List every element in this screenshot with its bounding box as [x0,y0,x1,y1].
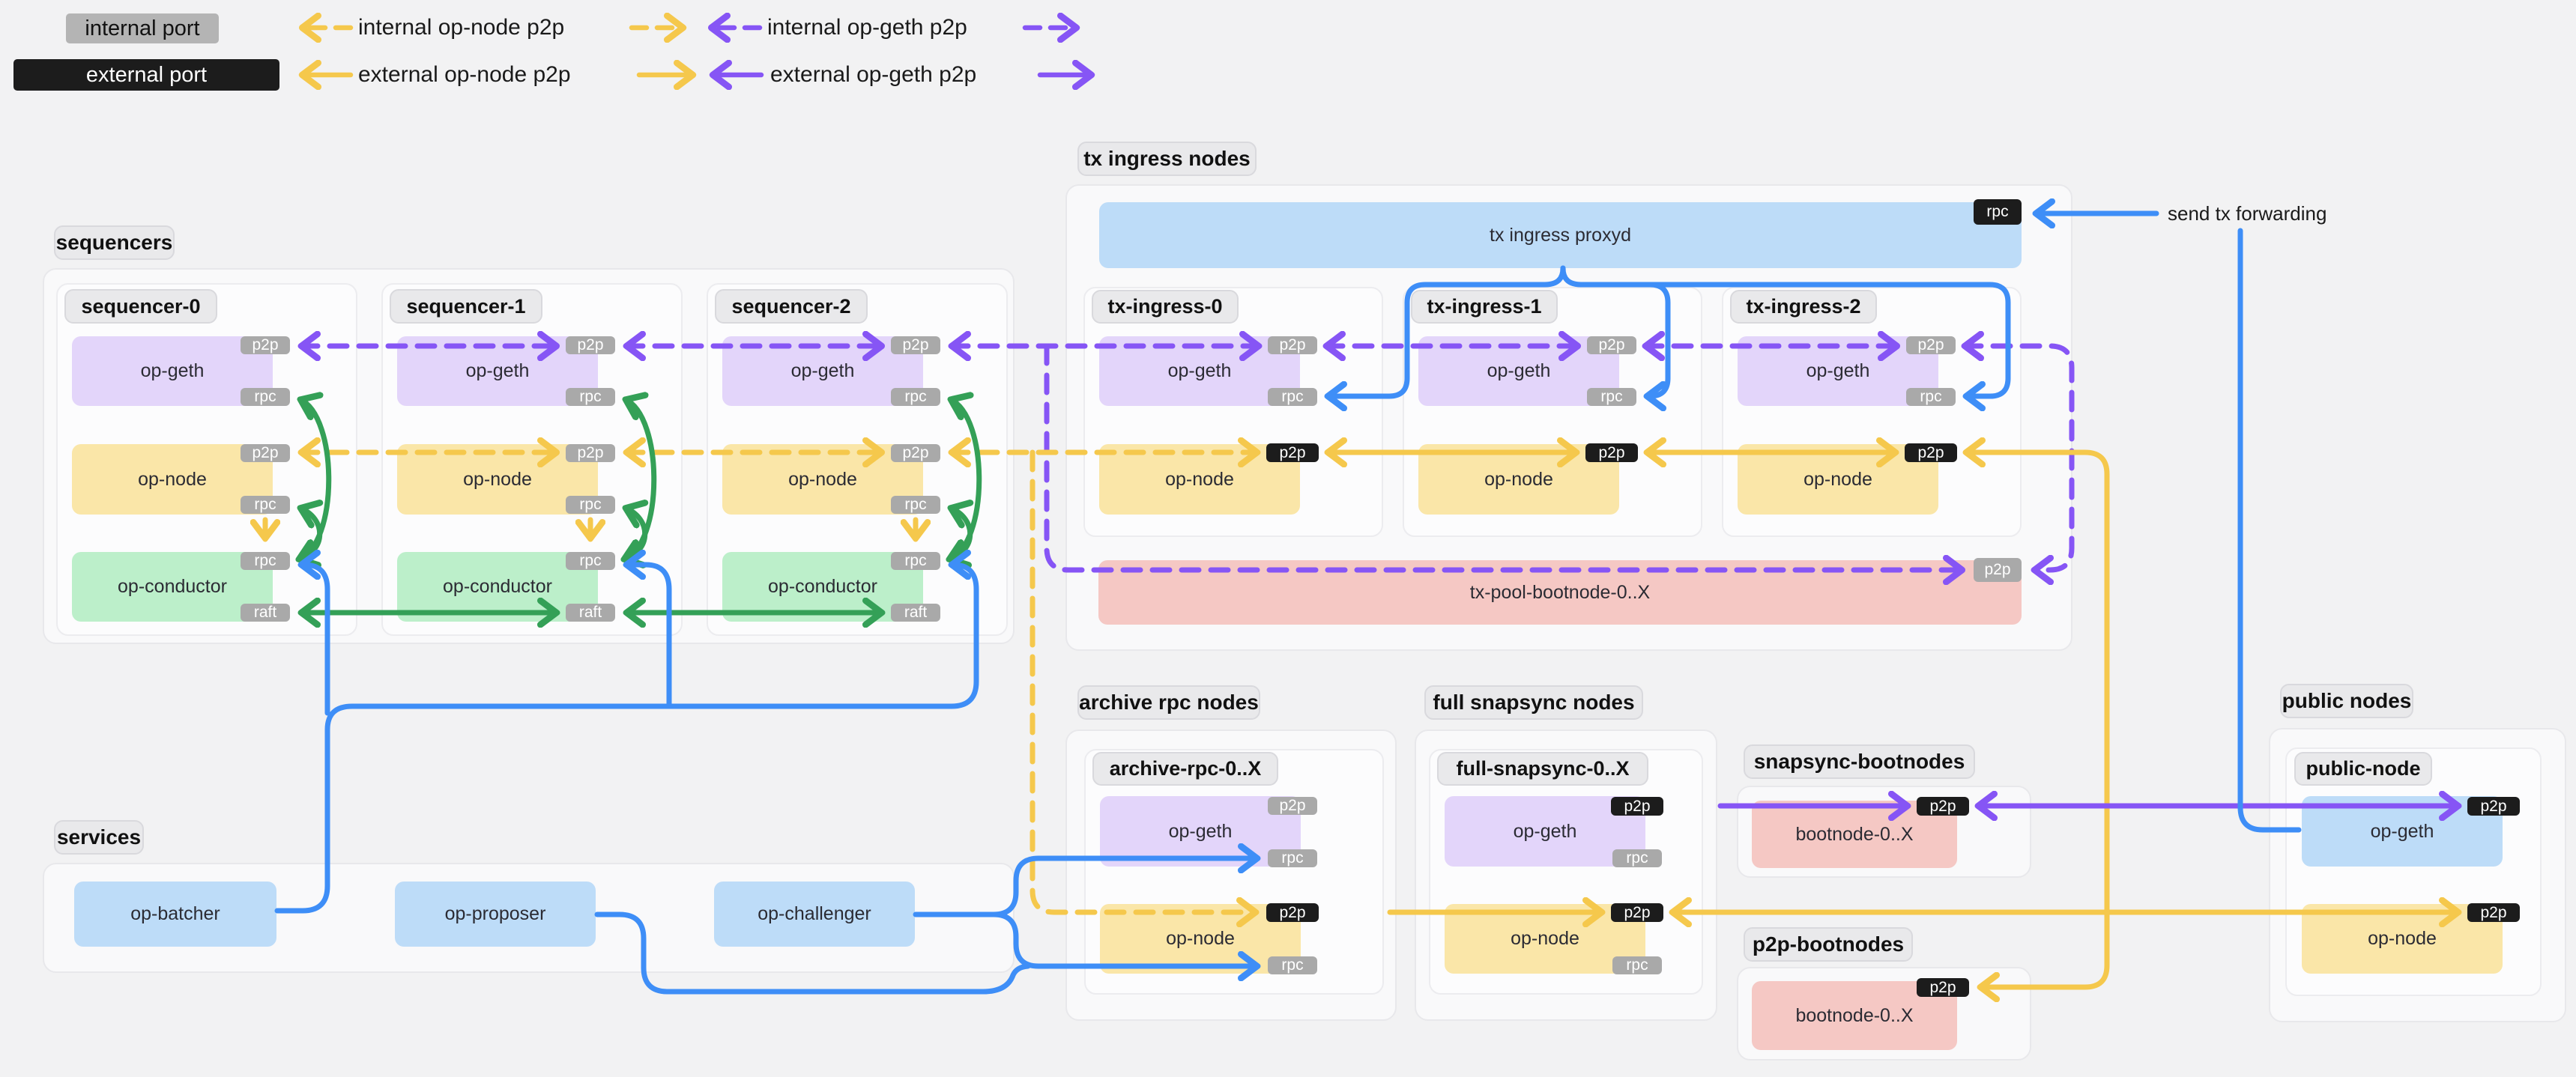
tx-ingress-proxyd: tx ingress proxyd [1099,202,2022,268]
sequencer-1-op-node-rpc-port: rpc [566,496,615,514]
sequencer-2-op-conductor-rpc-port: rpc [891,552,940,570]
section-label-public-nodes: public nodes [2280,684,2413,718]
section-label-services: services [54,820,144,855]
tx-ingress-2-op-geth-p2p-port: p2p [1906,336,1956,354]
legend-external-port-badge: external port [13,59,279,91]
full-snapsync-op-geth-rpc-port: rpc [1612,849,1662,867]
tx-ingress-0-label: tx-ingress-0 [1092,290,1239,324]
tx-ingress-1-op-geth-p2p-port: p2p [1587,336,1636,354]
sequencer-0-op-conductor-raft-port: raft [241,604,290,622]
section-label-full-snapsync-nodes: full snapsync nodes [1424,685,1643,720]
sequencer-2-op-geth-p2p-port: p2p [891,336,940,354]
tx-pool-bootnode-p2p-port: p2p [1974,558,2022,582]
sequencer-0-op-conductor: op-conductor [72,552,273,622]
legend-internal-op-geth-p2p: internal op-geth p2p [767,15,967,40]
sequencer-2-op-conductor-raft-port: raft [891,604,940,622]
tx-ingress-2-op-node-p2p-port: p2p [1905,443,1957,462]
tx-ingress-proxyd-rpc-port: rpc [1974,199,2022,225]
snapsync-bootnode-p2p-port: p2p [1917,797,1969,816]
archive-op-node-rpc-port: rpc [1268,956,1317,974]
tx-ingress-1-label: tx-ingress-1 [1411,290,1558,324]
legend-internal-port-badge: internal port [66,13,219,43]
sequencer-0-label: sequencer-0 [64,289,217,324]
p2p-bootnode-p2p-port: p2p [1917,978,1969,997]
sequencer-2-op-node-p2p-port: p2p [891,444,940,462]
legend-external-op-node-p2p: external op-node p2p [358,62,571,87]
tx-ingress-2-op-geth-rpc-port: rpc [1906,388,1956,406]
send-tx-forwarding-note: send tx forwarding [2168,202,2327,225]
tx-ingress-1-op-geth-rpc-port: rpc [1587,388,1636,406]
service-op-batcher: op-batcher [74,882,276,947]
tx-ingress-0-op-geth-p2p-port: p2p [1268,336,1317,354]
archive-rpc-label: archive-rpc-0..X [1092,752,1278,786]
sequencer-0-op-geth-rpc-port: rpc [241,388,290,406]
sequencer-2-label: sequencer-2 [715,289,868,324]
sequencer-2-op-geth-rpc-port: rpc [891,388,940,406]
full-snapsync-op-node-rpc-port: rpc [1612,956,1662,974]
sequencer-1-op-geth-p2p-port: p2p [566,336,615,354]
sequencer-1-label: sequencer-1 [390,289,542,324]
service-op-proposer: op-proposer [395,882,596,947]
tx-pool-bootnode: tx-pool-bootnode-0..X [1098,560,2022,625]
section-label-sequencers: sequencers [54,225,175,260]
tx-ingress-1-op-node-p2p-port: p2p [1585,443,1638,462]
service-op-challenger: op-challenger [714,882,915,947]
sequencer-0-op-conductor-rpc-port: rpc [241,552,290,570]
legend-external-op-geth-p2p: external op-geth p2p [770,62,977,87]
public-op-node-p2p-port: p2p [2467,903,2520,922]
sequencer-1-op-geth-rpc-port: rpc [566,388,615,406]
public-op-geth-p2p-port: p2p [2467,797,2520,816]
public-node-label: public-node [2294,752,2432,786]
sequencer-0-op-node-p2p-port: p2p [241,444,290,462]
sequencer-2-op-node-rpc-port: rpc [891,496,940,514]
sequencer-1-op-conductor-rpc-port: rpc [566,552,615,570]
sequencer-0-op-node-rpc-port: rpc [241,496,290,514]
full-snapsync-op-geth-p2p-port: p2p [1611,797,1663,816]
full-snapsync-op-node-p2p-port: p2p [1611,903,1663,922]
legend-internal-op-node-p2p: internal op-node p2p [358,15,565,40]
sequencer-1-op-node-p2p-port: p2p [566,444,615,462]
archive-op-node-p2p-port: p2p [1266,903,1319,922]
tx-ingress-0-op-geth-rpc-port: rpc [1268,388,1317,406]
archive-op-geth-p2p-port: p2p [1268,797,1317,815]
tx-ingress-0-op-node-p2p-port: p2p [1266,443,1319,462]
section-label-snapsync-bootnodes: snapsync-bootnodes [1744,744,1975,779]
section-label-tx-ingress-nodes: tx ingress nodes [1077,142,1257,176]
sequencer-0-op-geth-p2p-port: p2p [241,336,290,354]
archive-op-geth-rpc-port: rpc [1268,849,1317,867]
tx-ingress-2-label: tx-ingress-2 [1730,290,1877,324]
sequencer-1-op-conductor-raft-port: raft [566,604,615,622]
section-label-archive-rpc-nodes: archive rpc nodes [1077,685,1260,720]
sequencer-0-op-node: op-node [72,444,273,515]
section-label-p2p-bootnodes: p2p-bootnodes [1744,927,1913,962]
full-snapsync-label: full-snapsync-0..X [1437,752,1648,786]
sequencer-0-op-geth: op-geth [72,336,273,406]
